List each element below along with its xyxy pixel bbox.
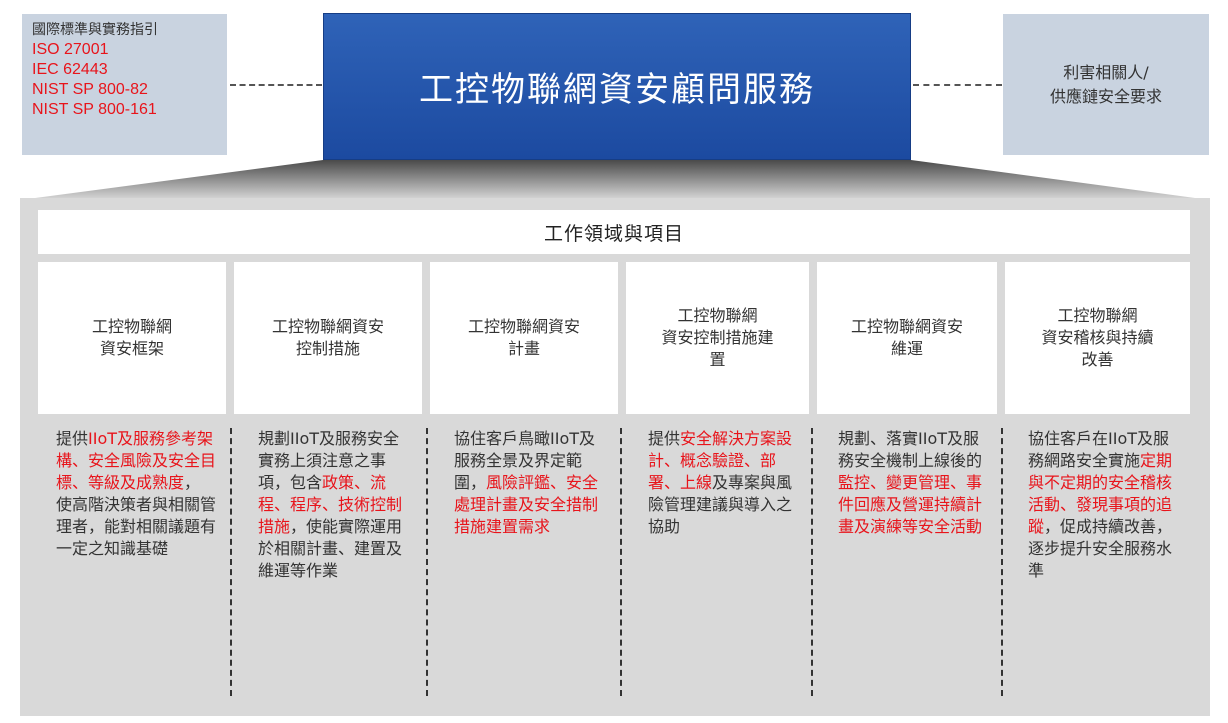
body-segment-highlight: 安全解決方案設計、概念驗證、部署、上線	[648, 429, 793, 492]
body-segment: 提供	[56, 429, 89, 448]
body-segment: 規劃、落實IIoT及服務安全機制上線後的	[838, 429, 983, 470]
standards-box: 國際標準與實務指引 ISO 27001 IEC 62443 NIST SP 80…	[22, 14, 227, 155]
column-body-plan: 協住客戶鳥瞰IIoT及服務全景及界定範圍，風險評鑑、安全處理計畫及安全措制措施建…	[428, 426, 624, 696]
column-heading-label: 工控物聯網資安 維運	[850, 317, 963, 358]
standard-item: NIST SP 800-82	[32, 81, 148, 98]
work-area-header: 工作領域與項目	[38, 210, 1190, 254]
column-body-text: 提供IIoT及服務參考架構、安全風險及安全目標、等級及成熟度，使高階決策者與相關…	[56, 428, 216, 560]
body-segment: 規劃IIoT及服務安全實務上須注意之事項，包含	[258, 429, 400, 492]
column-body-text: 協住客戶在IIoT及服務網路安全實施定期與不定期的安全稽核活動、發現事項的追蹤，…	[1028, 428, 1184, 582]
stakeholder-line: 供應鏈安全要求	[1049, 86, 1162, 106]
main-title-box: 工控物聯網資安顧問服務	[323, 13, 911, 160]
column-body-text: 規劃、落實IIoT及服務安全機制上線後的監控、變更管理、事件回應及營運持續計畫及…	[838, 428, 986, 538]
column-separator	[426, 428, 428, 696]
stakeholder-box: 利害相關人/ 供應鏈安全要求	[1003, 14, 1209, 155]
column-body-implementation: 提供安全解決方案設計、概念驗證、部署、上線及專案與風險管理建議與導入之協助	[622, 426, 812, 696]
column-body-framework: 提供IIoT及服務參考架構、安全風險及安全目標、等級及成熟度，使高階決策者與相關…	[30, 426, 234, 696]
body-segment: 提供	[648, 429, 681, 448]
connector-left	[230, 84, 322, 86]
main-title: 工控物聯網資安顧問服務	[419, 70, 815, 110]
body-segment: 及專案與風險管理建議與導入之協助	[648, 473, 793, 536]
body-segment: 協住客戶在IIoT及服務網路安全實施	[1028, 429, 1170, 470]
body-segment-highlight: 風險評鑑、安全處理計畫及安全措制措施建置需求	[454, 473, 599, 536]
standard-item: ISO 27001	[32, 41, 109, 58]
standard-item: IEC 62443	[32, 61, 108, 78]
column-heading-label: 工控物聯網 資安稽核與持續 改善	[1041, 306, 1154, 369]
column-body-operations: 規劃、落實IIoT及服務安全機制上線後的監控、變更管理、事件回應及營運持續計畫及…	[812, 426, 1004, 696]
body-segment-highlight: 監控、變更管理、事件回應及營運持續計畫及演練等安全活動	[838, 473, 983, 536]
column-heading-label: 工控物聯網資安 控制措施	[271, 317, 384, 358]
column-heading-implementation: 工控物聯網 資安控制措施建 置	[626, 262, 809, 414]
column-body-audit: 協住客戶在IIoT及服務網路安全實施定期與不定期的安全稽核活動、發現事項的追蹤，…	[1002, 426, 1202, 696]
column-heading-controls: 工控物聯網資安 控制措施	[234, 262, 422, 414]
standards-title: 國際標準與實務指引	[32, 22, 158, 38]
column-body-controls: 規劃IIoT及服務安全實務上須注意之事項，包含政策、流程、程序、技術控制措施，使…	[232, 426, 428, 696]
body-segment: ，促成持續改善，逐步提升安全服務水準	[1028, 517, 1173, 580]
column-separator	[230, 428, 232, 696]
body-segment-highlight: 政策、流程、程序、技術控制措施	[258, 473, 403, 536]
column-separator	[620, 428, 622, 696]
stakeholder-line: 利害相關人/	[1063, 62, 1149, 82]
column-body-text: 提供安全解決方案設計、概念驗證、部署、上線及專案與風險管理建議與導入之協助	[648, 428, 794, 538]
body-segment: ，使高階決策者與相關管理者，能對相關議題有一定之知識基礎	[56, 473, 217, 558]
work-area-title: 工作領域與項目	[543, 222, 684, 245]
column-separator	[811, 428, 813, 696]
body-segment-highlight: IIoT及服務參考架構、安全風險及安全目標、等級及成熟度	[56, 429, 217, 492]
column-body-text: 協住客戶鳥瞰IIoT及服務全景及界定範圍，風險評鑑、安全處理計畫及安全措制措施建…	[454, 428, 606, 538]
column-heading-audit: 工控物聯網 資安稽核與持續 改善	[1005, 262, 1190, 414]
body-segment: 協住客戶鳥瞰IIoT及服務全景及界定範圍，	[454, 429, 596, 492]
column-heading-label: 工控物聯網 資安框架	[91, 317, 172, 358]
standard-item: NIST SP 800-161	[32, 101, 157, 118]
body-segment-highlight: 定期與不定期的安全稽核活動、發現事項的追蹤	[1028, 451, 1173, 536]
body-segment: ，使能實際運用於相關計畫、建置及維運等作業	[258, 517, 403, 580]
column-body-text: 規劃IIoT及服務安全實務上須注意之事項，包含政策、流程、程序、技術控制措施，使…	[258, 428, 410, 582]
column-heading-label: 工控物聯網 資安控制措施建 置	[661, 306, 774, 369]
column-heading-plan: 工控物聯網資安 計畫	[430, 262, 618, 414]
column-heading-operations: 工控物聯網資安 維運	[817, 262, 997, 414]
column-separator	[1001, 428, 1003, 696]
column-heading-framework: 工控物聯網 資安框架	[38, 262, 226, 414]
title-to-area-wedge	[20, 160, 1210, 200]
connector-right	[913, 84, 1002, 86]
column-heading-label: 工控物聯網資安 計畫	[467, 317, 580, 358]
